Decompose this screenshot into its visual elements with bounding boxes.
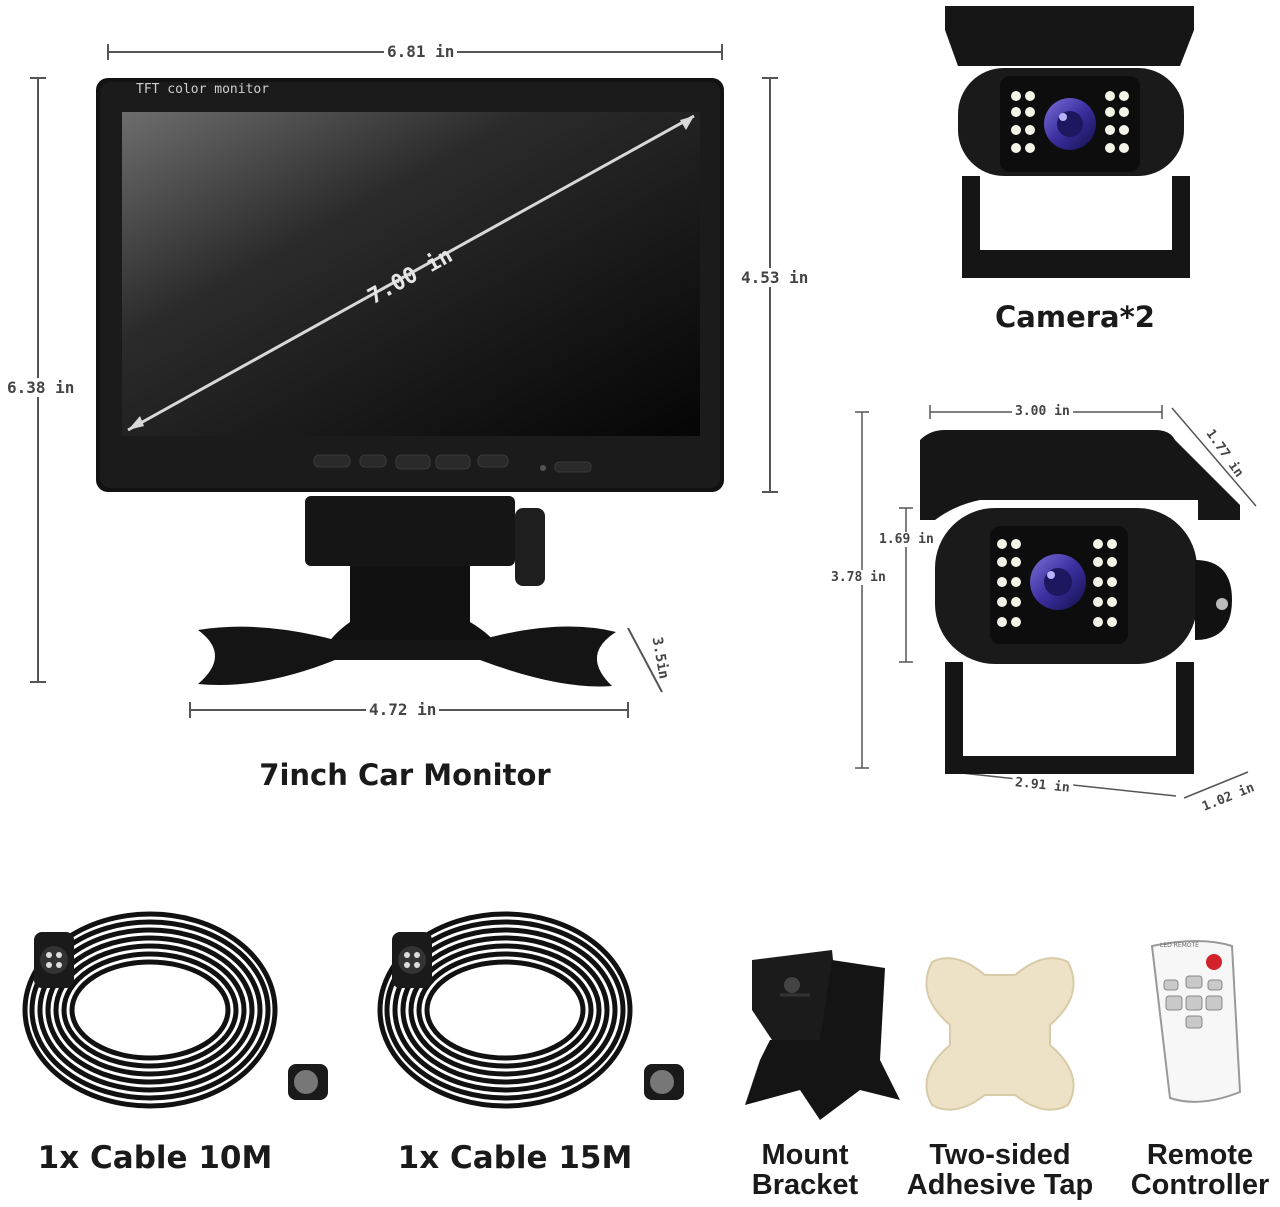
mount-bracket-line1: Mount [761,1139,849,1171]
monitor-total-height-label: 6.38 in [4,378,78,397]
remote-label: LED REMOTE [1160,942,1199,949]
monitor-screen-label: TFT color monitor [136,82,270,97]
camera-lens-height-label: 1.69 in [876,532,937,547]
remote-controller-caption: Remote Controller [1112,1140,1280,1201]
remote-controller-line1: Remote [1146,1139,1254,1171]
monitor-width-label: 6.81 in [384,42,458,61]
mount-bracket-line2: Bracket [751,1169,859,1202]
adhesive-tape-caption: Two-sided Adhesive Tap [892,1140,1108,1201]
cable-10m-caption: 1x Cable 10M [37,1140,273,1176]
adhesive-tape-line1: Two-sided [929,1139,1071,1171]
remote-controller-line2: Controller [1130,1169,1270,1202]
monitor-screen-height-label: 4.53 in [738,268,812,287]
adhesive-tape-line2: Adhesive Tap [906,1169,1094,1202]
camera-total-height-label: 3.78 in [828,570,889,585]
mount-bracket-caption: Mount Bracket [725,1140,885,1201]
camera-width-label: 3.00 in [1012,404,1073,419]
monitor-caption: 7inch Car Monitor [259,758,551,792]
camera-caption: Camera*2 [995,300,1155,334]
monitor-base-width-label: 4.72 in [366,700,440,719]
cable-15m-caption: 1x Cable 15M [397,1140,633,1176]
